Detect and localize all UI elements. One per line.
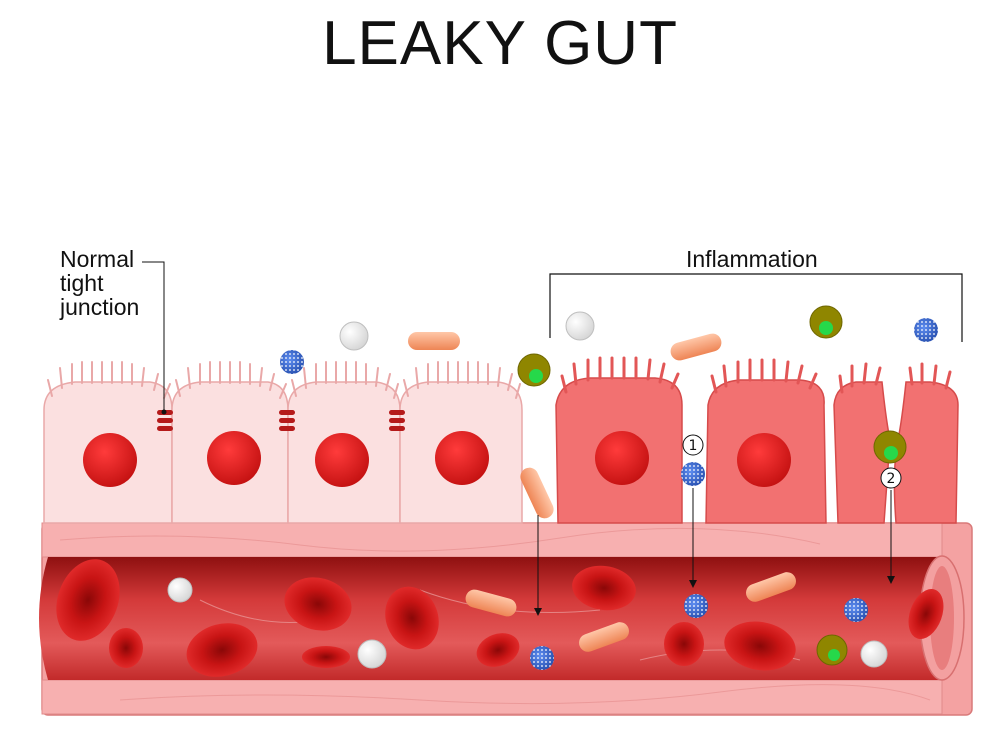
cell-nucleus bbox=[435, 431, 489, 485]
normal-tight-junction-label: Normal tight junction bbox=[60, 247, 139, 319]
bacteria bbox=[408, 332, 796, 652]
red-blood-cell bbox=[56, 559, 120, 641]
cell-nucleus bbox=[83, 433, 137, 487]
marker-2 bbox=[880, 467, 902, 489]
microvilli bbox=[47, 361, 521, 399]
white-particle bbox=[357, 639, 387, 669]
toxins bbox=[280, 318, 938, 670]
white-particle bbox=[860, 640, 888, 668]
healthy-epithelium bbox=[43, 261, 523, 524]
label-line: tight bbox=[60, 270, 104, 296]
red-blood-cell bbox=[302, 646, 350, 668]
page-title: LEAKY GUT bbox=[322, 9, 678, 78]
marker-1 bbox=[682, 434, 704, 456]
bacterium bbox=[408, 332, 460, 350]
cell-nucleus bbox=[737, 433, 791, 487]
inflammation-label: Inflammation bbox=[686, 246, 818, 272]
red-blood-cells bbox=[56, 559, 944, 677]
red-blood-cell bbox=[284, 577, 352, 631]
red-blood-cell bbox=[724, 621, 796, 671]
red-blood-cell bbox=[908, 588, 944, 640]
bacterium bbox=[579, 622, 629, 652]
bacterium bbox=[465, 589, 517, 617]
bacterium bbox=[520, 467, 554, 519]
cell-nucleus bbox=[595, 431, 649, 485]
white-particle bbox=[565, 311, 595, 341]
label-line: Normal bbox=[60, 246, 135, 272]
red-blood-cell bbox=[109, 628, 143, 668]
blood-vessel bbox=[39, 522, 973, 716]
bacterium bbox=[746, 572, 796, 602]
junction-leader-line bbox=[142, 261, 165, 412]
bacterium bbox=[670, 333, 722, 361]
inflamed-epithelium bbox=[549, 273, 963, 524]
immune-particles bbox=[517, 305, 907, 666]
red-blood-cell bbox=[476, 633, 520, 667]
white-particle bbox=[167, 577, 193, 603]
red-blood-cell bbox=[385, 586, 439, 650]
inflammation-bracket bbox=[549, 273, 963, 342]
tight-junctions bbox=[157, 410, 405, 431]
red-blood-cell bbox=[664, 622, 704, 666]
cell-nucleus bbox=[207, 431, 261, 485]
pathway-markers: 1 2 bbox=[534, 434, 902, 616]
marker-2-label: 2 bbox=[887, 471, 896, 487]
marker-1-label: 1 bbox=[689, 438, 698, 454]
white-particles bbox=[167, 311, 888, 669]
white-particle bbox=[339, 321, 369, 351]
red-blood-cell bbox=[186, 623, 258, 677]
cell-nucleus bbox=[315, 433, 369, 487]
label-line: junction bbox=[60, 294, 140, 320]
vessel-lumen bbox=[39, 557, 951, 680]
inflamed-microvilli bbox=[560, 356, 952, 394]
red-blood-cell bbox=[572, 565, 636, 611]
